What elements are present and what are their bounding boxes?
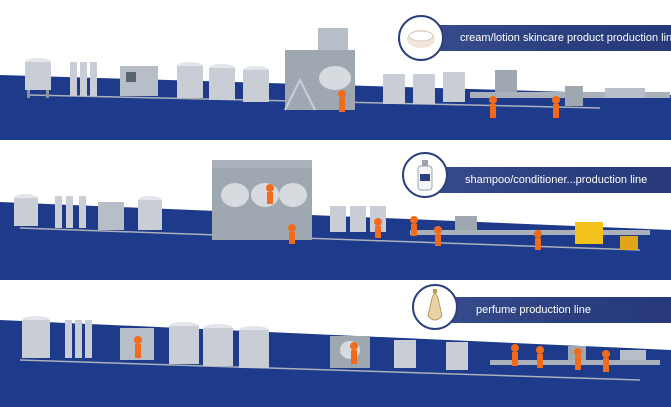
shampoo-line-label: shampoo/conditioner...production line	[465, 174, 648, 186]
worker-figure	[434, 226, 442, 234]
storage-tank	[443, 72, 465, 102]
storage-tank	[14, 194, 38, 226]
worker-figure	[535, 238, 541, 250]
worker-figure	[411, 224, 417, 236]
worker-figure	[350, 342, 358, 350]
worker-figure	[374, 218, 382, 226]
storage-tank	[413, 74, 435, 104]
worker-figure	[603, 358, 609, 372]
worker-figure	[135, 344, 141, 358]
worker-figure	[351, 350, 357, 364]
worker-figure	[266, 184, 274, 192]
perfume-line-banner: perfume production line	[416, 297, 671, 323]
shampoo-line-banner: shampoo/conditioner...production line	[405, 167, 671, 193]
perfume-mixer	[330, 336, 370, 368]
storage-tank	[169, 322, 199, 364]
worker-figure	[339, 98, 345, 112]
worker-figure	[288, 224, 296, 232]
worker-figure	[536, 346, 544, 354]
worker-figure	[267, 192, 273, 204]
perfume-line-label: perfume production line	[476, 304, 591, 316]
filter-column-set	[70, 62, 97, 96]
storage-tank	[25, 58, 51, 98]
mixing-tank-platform	[212, 160, 312, 240]
perfume-line-panel: perfume production line	[0, 280, 671, 407]
filter-column-set	[55, 196, 86, 228]
worker-figure	[574, 348, 582, 356]
worker-figure	[435, 234, 441, 246]
storage-tank	[330, 206, 346, 232]
worker-figure	[552, 96, 560, 104]
storage-tank	[350, 206, 366, 232]
worker-figure	[375, 226, 381, 238]
worker-figure	[511, 344, 519, 352]
worker-figure	[575, 356, 581, 370]
storage-tank	[446, 342, 468, 370]
worker-figure	[602, 350, 610, 358]
worker-figure	[553, 104, 559, 118]
storage-tank	[22, 316, 50, 358]
filter-column-set	[65, 320, 92, 358]
storage-tank	[138, 196, 162, 230]
worker-figure	[134, 336, 142, 344]
worker-figure	[537, 354, 543, 368]
storage-tank	[203, 324, 233, 366]
worker-figure	[410, 216, 418, 224]
perfume-line-scene	[0, 316, 671, 407]
water-treatment-unit	[98, 202, 124, 230]
storage-tank	[239, 326, 269, 368]
filling-machine	[470, 70, 670, 106]
water-treatment-unit	[120, 66, 158, 96]
worker-figure	[512, 352, 518, 366]
cream-jar-icon	[398, 15, 444, 61]
pipe	[19, 359, 641, 381]
storage-tank	[177, 62, 203, 98]
worker-figure	[534, 230, 542, 238]
shampoo-line-scene	[0, 160, 671, 280]
storage-tank	[383, 74, 405, 104]
storage-tank	[394, 340, 416, 368]
cream-line-label: cream/lotion skincare product production…	[460, 32, 671, 44]
cream-line-scene	[0, 28, 671, 140]
worker-figure	[338, 90, 346, 98]
vacuum-emulsifier-mixer	[284, 28, 355, 111]
floor	[0, 202, 671, 280]
shampoo-bottle-icon	[402, 152, 448, 198]
storage-tank	[209, 64, 235, 100]
cream-line-banner: cream/lotion skincare product production…	[400, 25, 671, 51]
cream-line-panel: cream/lotion skincare product production…	[0, 0, 671, 140]
worker-figure	[489, 96, 497, 104]
perfume-bottle-icon	[412, 284, 458, 330]
worker-figure	[289, 232, 295, 244]
shampoo-line-panel: shampoo/conditioner...production line	[0, 140, 671, 280]
filling-machine	[410, 216, 650, 250]
worker-figure	[490, 104, 496, 118]
storage-tank	[243, 66, 269, 102]
